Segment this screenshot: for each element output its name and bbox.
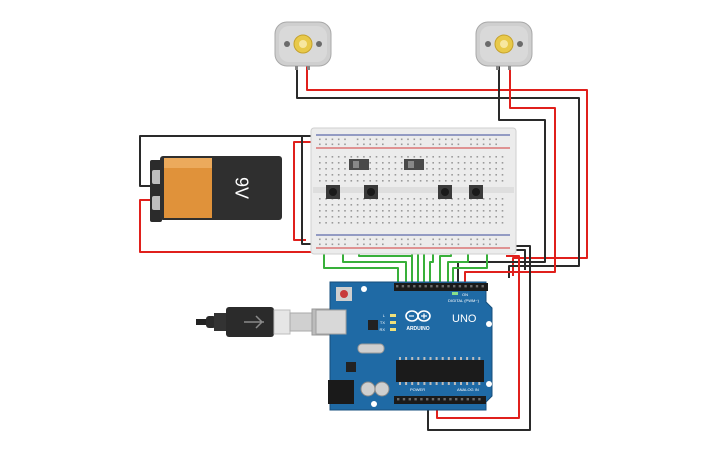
power-header-label: POWER	[410, 387, 425, 392]
led-rx-label: RX	[379, 327, 385, 332]
wire-motor2-red[interactable]	[464, 66, 556, 290]
wires	[139, 66, 588, 431]
analog-header-label: ANALOG IN	[457, 387, 479, 392]
slide-switch-2[interactable]	[404, 159, 424, 170]
usb-cable[interactable]	[196, 307, 331, 337]
usb-b-port	[315, 309, 347, 335]
led-l-label: L	[383, 313, 386, 318]
atmega-chip	[396, 360, 484, 382]
pushbutton-2[interactable]	[364, 185, 378, 199]
wire-motor2-black[interactable]	[457, 66, 546, 290]
led-tx-label: TX	[380, 320, 385, 325]
wire-arduino-gnd[interactable]	[427, 245, 531, 431]
arduino-logo-icon	[405, 310, 431, 322]
digital-header-label: DIGITAL (PWM~)	[448, 298, 480, 303]
wire-motor1-black[interactable]	[296, 66, 580, 278]
wire-breadboard-black-rail[interactable]	[301, 135, 312, 245]
arduino-uno[interactable]: L TX RX ARDUINO UNO ON DIGITAL (PWM~) PO…	[315, 281, 493, 411]
arduino-model: UNO	[452, 313, 477, 325]
pushbutton-1[interactable]	[326, 185, 340, 199]
slide-switch-1[interactable]	[349, 159, 369, 170]
dc-motor-1[interactable]	[274, 21, 332, 70]
dc-motor-2[interactable]	[475, 21, 533, 70]
breadboard-holes	[319, 138, 504, 246]
battery-9v[interactable]: 9V	[150, 156, 282, 222]
pushbutton-3[interactable]	[438, 185, 452, 199]
pushbuttons	[326, 159, 483, 199]
breadboard[interactable]	[310, 127, 517, 255]
wire-battery-black[interactable]	[139, 135, 312, 187]
power-jack	[328, 380, 354, 404]
arduino-brand: ARDUINO	[406, 326, 429, 332]
usb-icon	[244, 315, 264, 329]
wire-battery-red[interactable]	[139, 199, 312, 253]
pushbutton-4[interactable]	[469, 185, 483, 199]
led-on-label: ON	[462, 292, 468, 297]
battery-label: 9V	[231, 177, 251, 199]
wire-arduino-5v[interactable]	[436, 255, 520, 419]
